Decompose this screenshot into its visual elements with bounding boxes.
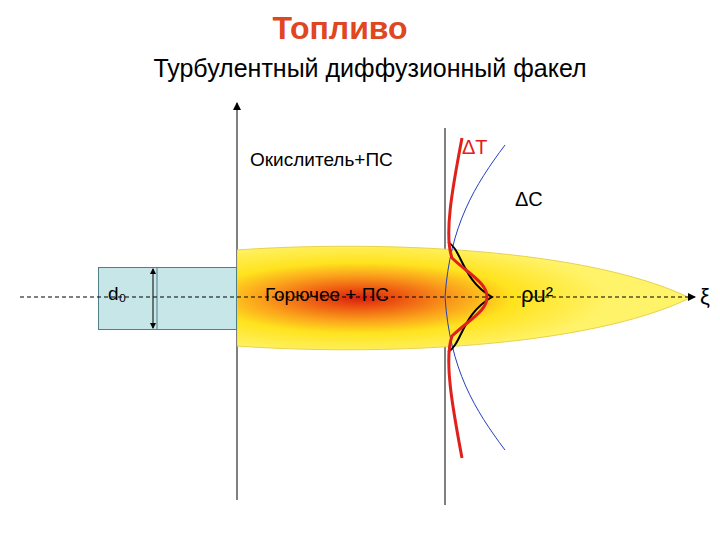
- text-holder: Горючее + ПС: [265, 284, 389, 306]
- flame-zone-label: Горючее + ПС: [265, 284, 389, 305]
- profile-label: ΔT: [462, 136, 488, 158]
- text-holder: ξ: [700, 284, 710, 310]
- title: Топливо: [272, 10, 407, 46]
- axis-label: ξ: [700, 284, 710, 309]
- nozzle-box: d₀: [98, 267, 237, 330]
- text-holder: ρu²: [521, 282, 553, 308]
- xi-axis: [20, 297, 695, 298]
- momentum-label: ρu²: [521, 282, 553, 307]
- text-holder: Окислитель+ПС: [250, 149, 393, 171]
- diameter-label: d₀: [108, 283, 126, 304]
- region-label: Окислитель+ПС: [250, 149, 393, 170]
- nozzle-line: [157, 267, 158, 330]
- dimension-arrow: [153, 269, 154, 298]
- text-holder: Топливо: [272, 10, 407, 47]
- text-holder: Турбулентный диффузионный факел: [153, 54, 586, 83]
- text-holder: ΔC: [515, 188, 543, 211]
- temperature-profile: [449, 138, 487, 458]
- text-holder: ΔT: [462, 136, 488, 159]
- flame-body: [237, 246, 690, 350]
- velocity-profile: [445, 297, 505, 450]
- flame-shape: Горючее + ПС ρu²: [237, 244, 692, 352]
- velocity-profile: [445, 145, 505, 297]
- text-holder: d₀: [108, 283, 126, 305]
- concentration-profile: [448, 242, 492, 352]
- nozzle-body: [99, 268, 237, 330]
- dimension-arrow: [153, 298, 154, 328]
- subtitle: Турбулентный диффузионный факел: [153, 54, 586, 82]
- profile-label: ΔC: [515, 188, 543, 210]
